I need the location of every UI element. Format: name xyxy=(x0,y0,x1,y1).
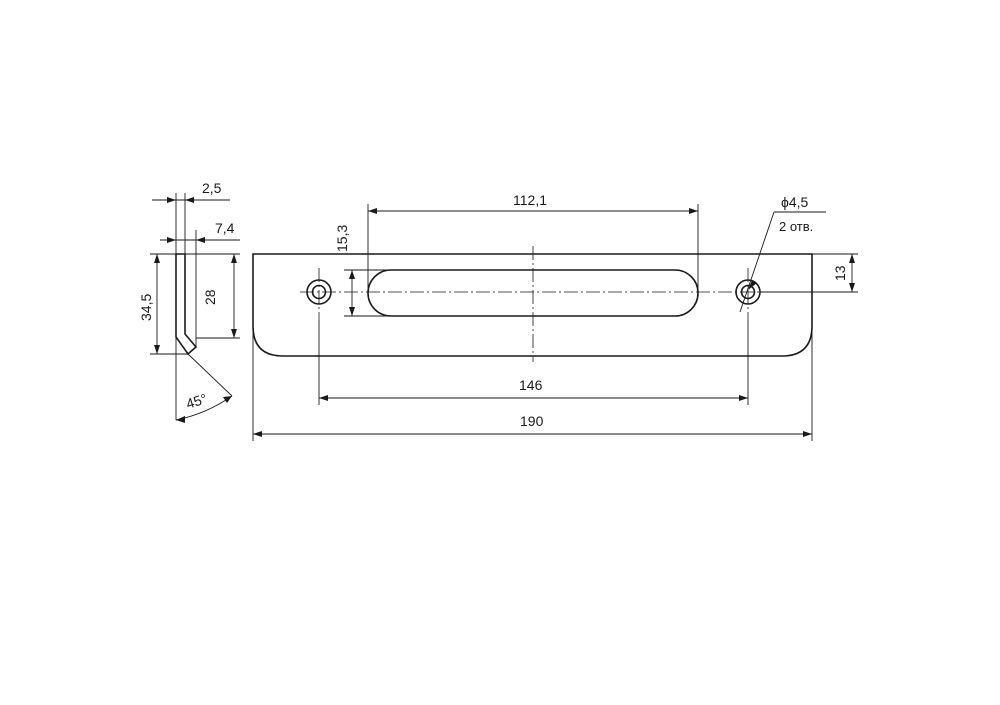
profile-outline xyxy=(175,253,198,356)
dim-edge-to-center-label: 13 xyxy=(832,265,848,281)
dim-slot-length-label: 112,1 xyxy=(513,192,547,208)
dim-thickness-label: 2,5 xyxy=(202,180,222,196)
dim-slot-width-label: 15,3 xyxy=(334,225,350,252)
side-profile-view: 2,5 7,4 34,5 28 45° xyxy=(138,180,240,423)
dim-hole-count-label: 2 отв. xyxy=(779,219,813,234)
plate-outline xyxy=(252,253,813,357)
dim-inner-height-label: 28 xyxy=(202,289,218,305)
front-view-dimensions: 112,1 15,3 13 ϕ4,5 2 отв. 146 1 xyxy=(252,192,858,441)
dim-flange-offset-label: 7,4 xyxy=(215,220,235,236)
leader-hole-diameter xyxy=(739,211,775,313)
front-view xyxy=(252,246,813,362)
dim-total-height-label: 34,5 xyxy=(138,294,154,321)
dim-bend-angle-label: 45° xyxy=(184,390,209,412)
dim-overall-length-label: 190 xyxy=(520,413,544,429)
dim-hole-spacing-label: 146 xyxy=(519,377,543,393)
dim-hole-diameter-label: ϕ4,5 xyxy=(781,194,809,210)
